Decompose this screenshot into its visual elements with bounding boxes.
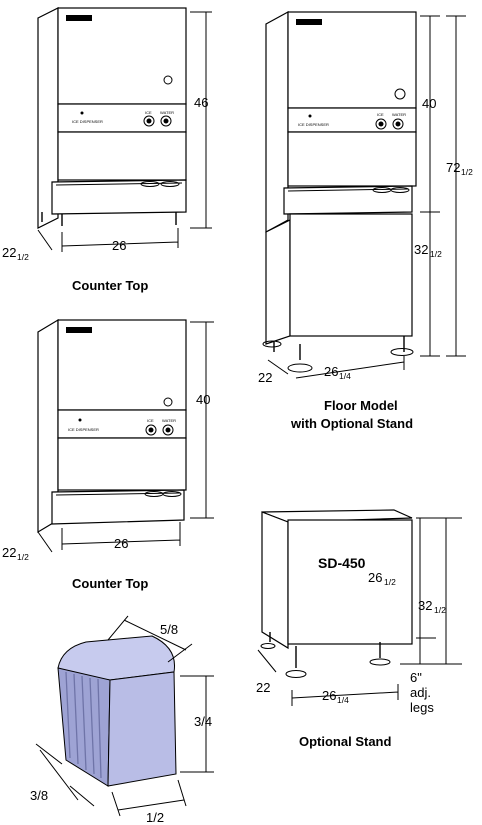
stand-height-frac: 1/2: [384, 577, 396, 587]
water-button-label: WATER: [162, 418, 176, 423]
stand-width-frac: 1/4: [337, 695, 349, 705]
indicator-light-icon: [163, 397, 173, 407]
panel-label: ICE DISPENSER: [68, 427, 99, 432]
counter-top-46-unit: ICE DISPENSER ICE WATER 46 26 22 1/2 Cou…: [2, 7, 212, 293]
floor-width-frac: 1/4: [339, 371, 351, 381]
water-button-label: WATER: [392, 112, 406, 117]
water-button-label: WATER: [160, 110, 174, 115]
caption-counter-top-2: Counter Top: [72, 576, 148, 591]
brand-logo-plate: [66, 15, 92, 21]
caption-floor-model-1: Floor Model: [324, 398, 398, 413]
water-button-icon: [163, 118, 169, 124]
floor-unit-height: 40: [422, 96, 436, 111]
stand-legs-2: adj.: [410, 685, 431, 700]
cube-depth-dim: 3/8: [30, 788, 48, 803]
width-26: 26: [112, 238, 126, 253]
stand-height-whole: 26: [368, 570, 382, 585]
ice-button-icon: [378, 121, 384, 127]
counter-top-40-unit: ICE DISPENSER ICE WATER 40 26 22 1/2 Cou…: [2, 318, 214, 591]
depth-frac: 1/2: [17, 552, 29, 562]
caption-floor-model-2: with Optional Stand: [290, 416, 413, 431]
indicator-light-icon: [394, 88, 406, 100]
ice-button-icon: [146, 118, 152, 124]
panel-label: ICE DISPENSER: [72, 119, 103, 124]
ice-cube-diagram: 5/8 3/4 3/8 1/2: [30, 615, 214, 825]
depth-whole: 22: [2, 545, 16, 560]
floor-width-whole: 26: [324, 364, 338, 379]
water-button-icon: [395, 121, 401, 127]
stand-total-frac: 1/2: [434, 605, 446, 615]
depth-frac: 1/2: [17, 252, 29, 262]
brand-logo-plate: [66, 327, 92, 333]
indicator-light-icon: [163, 75, 173, 85]
ice-button-icon: [148, 427, 154, 433]
stand-width-whole: 26: [322, 688, 336, 703]
floor-total-whole: 72: [446, 160, 460, 175]
stand-legs-1: 6": [410, 670, 422, 685]
ice-button-label: ICE: [145, 110, 152, 115]
height-40: 40: [196, 392, 210, 407]
floor-stand-whole: 32: [414, 242, 428, 257]
stand-model-label: SD-450: [318, 555, 366, 571]
brand-logo-plate: [296, 19, 322, 25]
height-46: 46: [194, 95, 208, 110]
stand-depth: 22: [256, 680, 270, 695]
ice-button-label: ICE: [147, 418, 154, 423]
caption-counter-top-1: Counter Top: [72, 278, 148, 293]
floor-total-frac: 1/2: [461, 167, 473, 177]
caption-optional-stand: Optional Stand: [299, 734, 392, 749]
floor-depth: 22: [258, 370, 272, 385]
cube-side-dim: 3/4: [194, 714, 212, 729]
depth-whole: 22: [2, 245, 16, 260]
stand-total-whole: 32: [418, 598, 432, 613]
stand-legs-3: legs: [410, 700, 434, 715]
cube-top-dim: 5/8: [160, 622, 178, 637]
floor-stand-frac: 1/2: [430, 249, 442, 259]
water-button-icon: [165, 427, 171, 433]
cube-bottom-dim: 1/2: [146, 810, 164, 825]
optional-stand-unit: SD-450 26 1/2 32 1/2 6" adj. legs 22 26 …: [256, 509, 462, 749]
ice-button-label: ICE: [377, 112, 384, 117]
panel-label: ICE DISPENSER: [298, 122, 329, 127]
floor-model-unit: ICE DISPENSER ICE WATER 40 32 1/2 72 1/2…: [258, 10, 473, 431]
width-26: 26: [114, 536, 128, 551]
